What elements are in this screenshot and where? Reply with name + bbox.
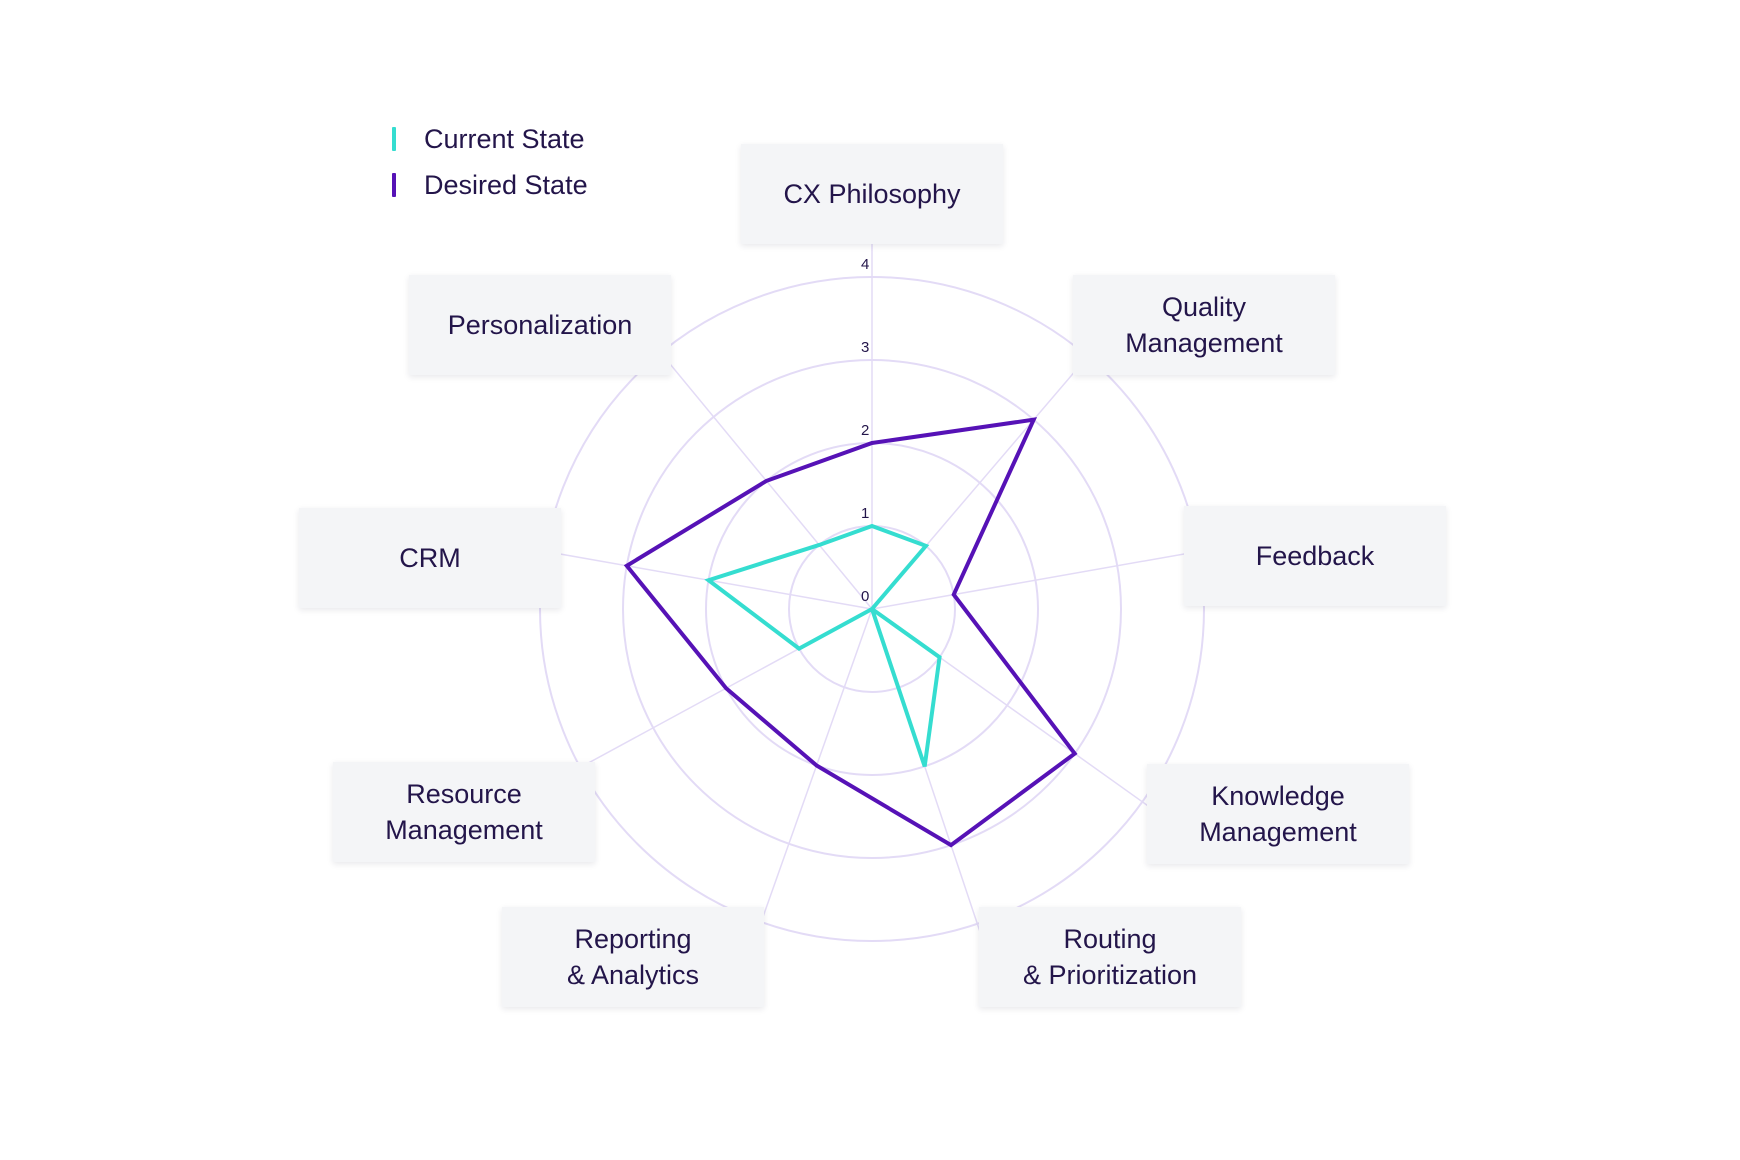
legend-swatch-current: [392, 127, 396, 151]
series-layer: [623, 417, 1078, 848]
tick-label-1: 1: [861, 505, 869, 522]
category-cx-philosophy: CX Philosophy: [741, 144, 1003, 244]
category-knowledge-management: Knowledge Management: [1147, 764, 1409, 864]
legend-label-current: Current State: [424, 123, 585, 154]
category-reporting-analytics: Reporting & Analytics: [502, 907, 764, 1007]
category-resource-management: Resource Management: [333, 762, 595, 862]
category-personalization: Personalization: [409, 275, 671, 375]
legend-item-current: Current State: [392, 116, 588, 162]
legend-swatch-desired: [392, 173, 396, 197]
legend-item-desired: Desired State: [392, 162, 588, 208]
legend: Current State Desired State: [392, 116, 588, 208]
tick-labels: 0 1 2 3 4: [861, 256, 869, 605]
category-quality-management: Quality Management: [1073, 275, 1335, 375]
series-line-desired-state: [623, 417, 1078, 848]
grid-spoke: [743, 608, 873, 970]
category-routing-prioritization: Routing & Prioritization: [979, 907, 1241, 1007]
tick-label-3: 3: [861, 339, 869, 356]
tick-label-2: 2: [861, 422, 869, 439]
tick-label-4: 4: [861, 256, 869, 273]
category-crm: CRM: [299, 508, 561, 608]
legend-label-desired: Desired State: [424, 169, 588, 200]
category-feedback: Feedback: [1184, 506, 1446, 606]
tick-label-0: 0: [861, 588, 869, 605]
series-line-current-state: [704, 523, 942, 768]
